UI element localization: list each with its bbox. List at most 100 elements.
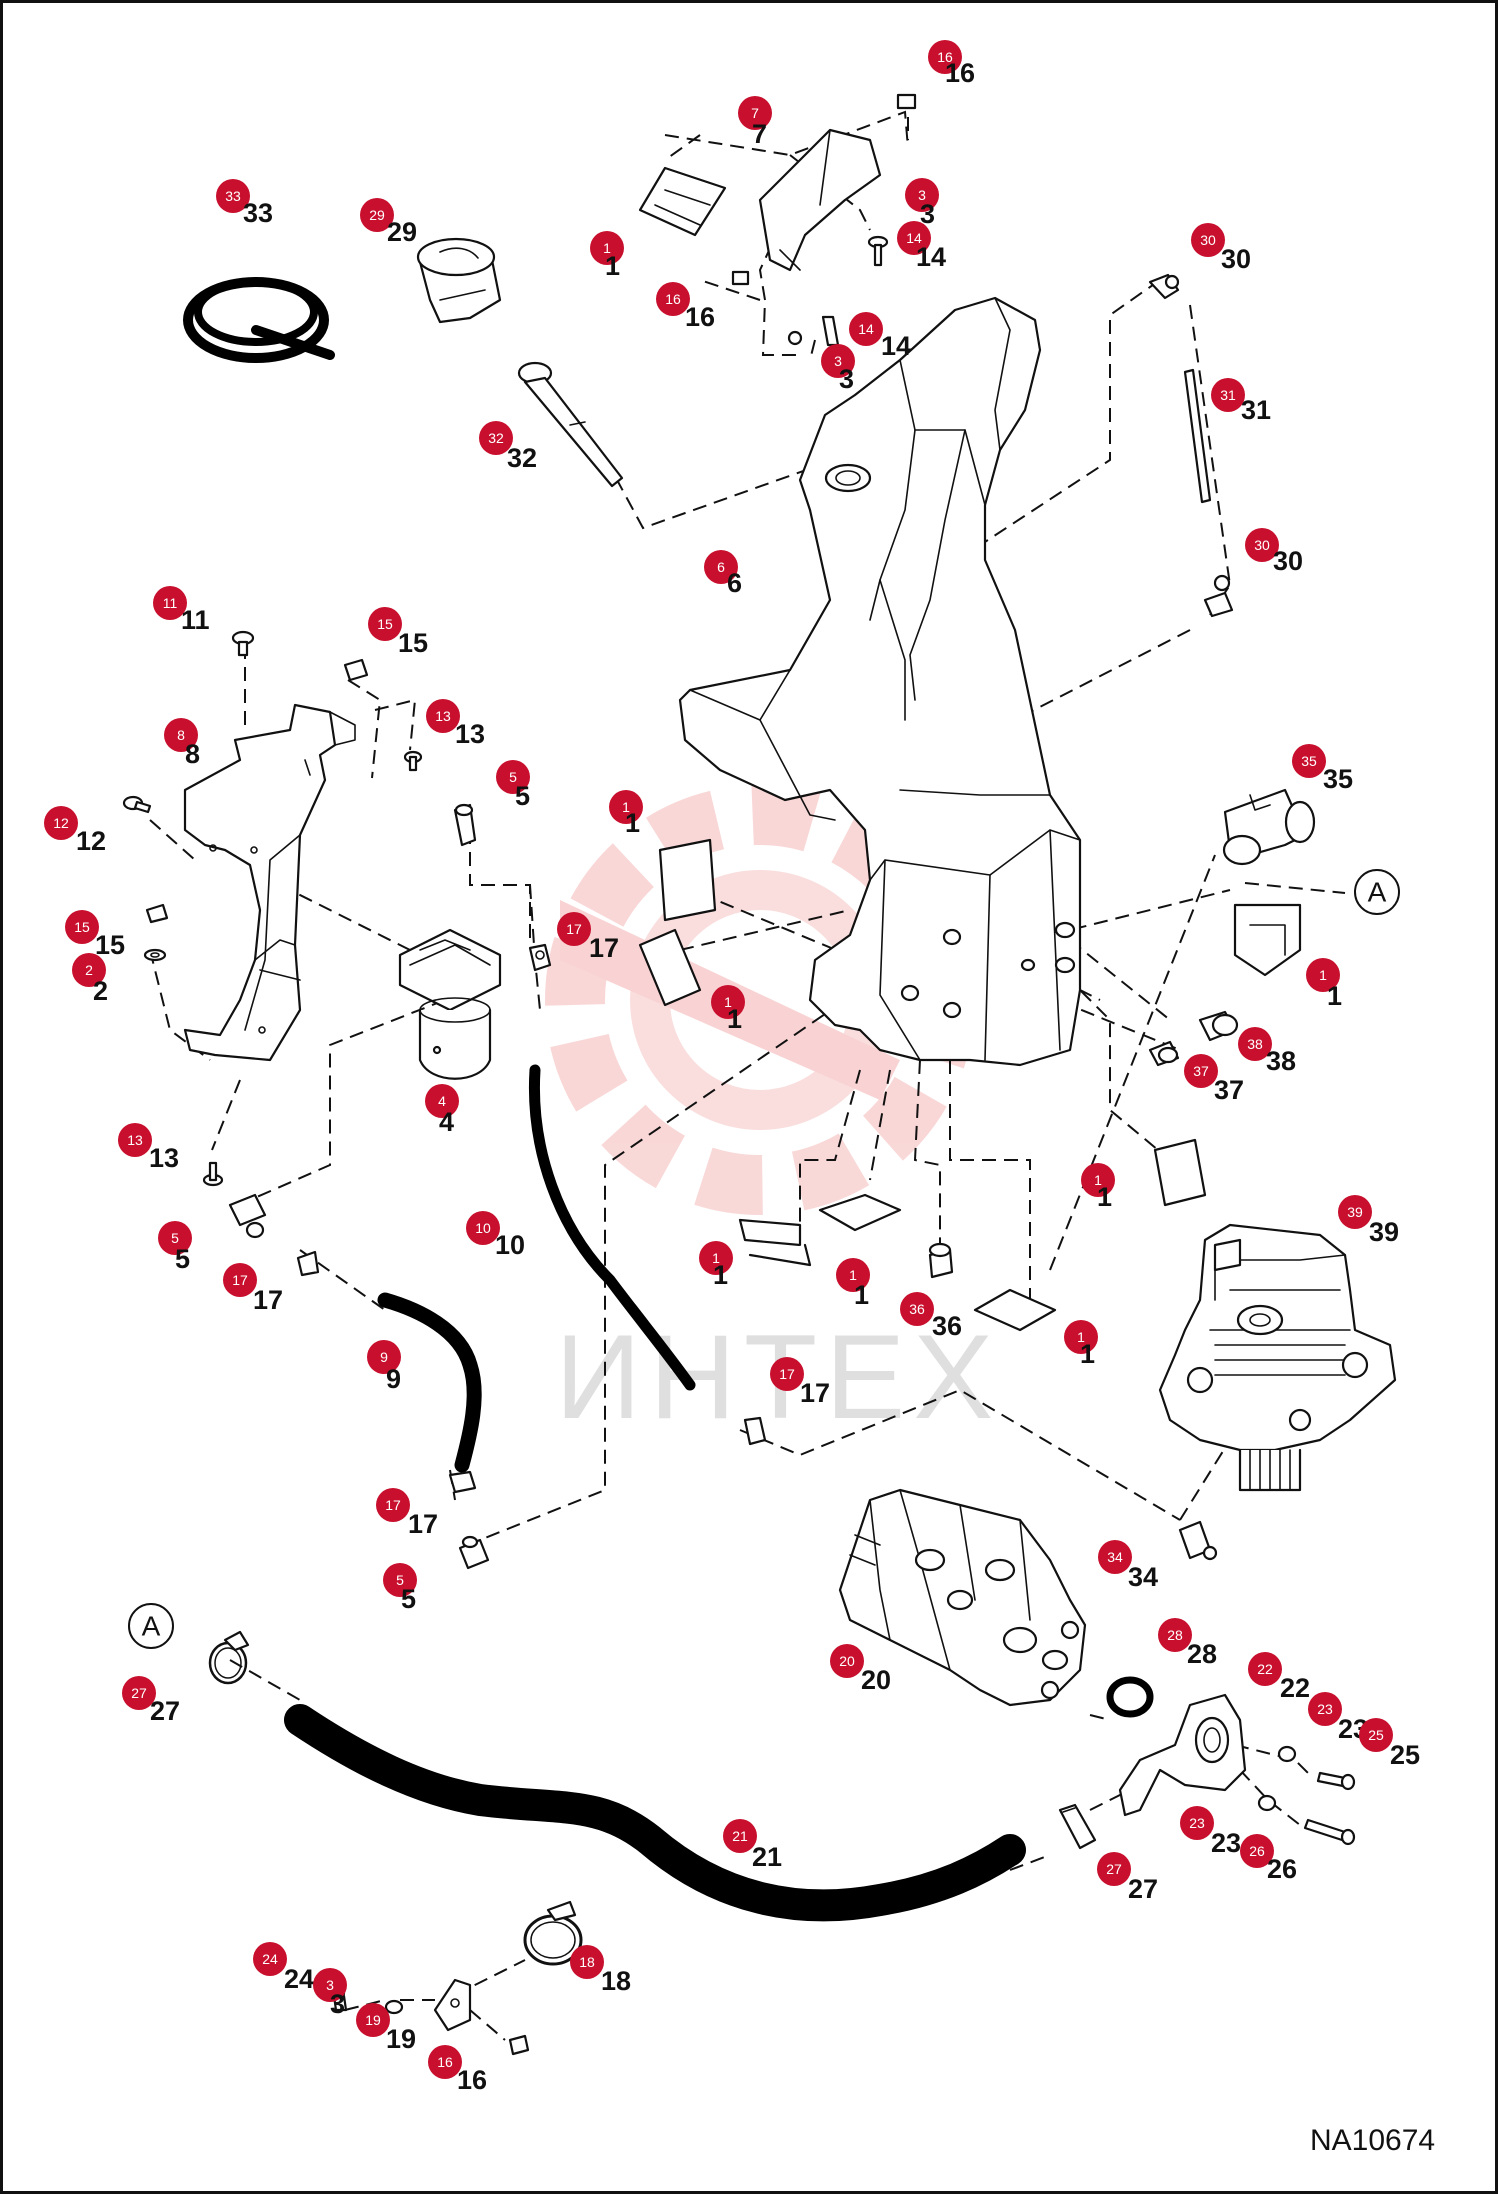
callout-badge-11: 11	[153, 586, 187, 620]
callout-badge-14: 14	[897, 221, 931, 255]
callout-badge-text: 14	[858, 321, 874, 337]
part-36-plug	[928, 1242, 954, 1279]
callout-badge-28: 28	[1158, 1618, 1192, 1652]
callout-number-8: 8	[185, 739, 200, 769]
callout-number-16: 16	[457, 2065, 487, 2095]
callout-badge-21: 21	[723, 1819, 757, 1853]
callout-badge-19: 19	[356, 2003, 390, 2037]
callout-badge-text: 5	[171, 1230, 179, 1246]
callout-badge-text: 3	[834, 353, 842, 369]
callout-number-22: 22	[1280, 1673, 1310, 1703]
callout-badge-text: 30	[1200, 232, 1216, 248]
part-39-drive-motor	[1158, 1223, 1397, 1492]
callout-badge-7: 7	[738, 96, 772, 130]
callout-badge-text: 2	[85, 962, 93, 978]
part-33-coiled-hose	[183, 277, 335, 363]
callout-badge-12: 12	[44, 806, 78, 840]
part-17-clamp-left	[296, 1250, 320, 1277]
callout-number-1: 1	[854, 1280, 869, 1310]
callout-badge-text: 25	[1368, 1727, 1384, 1743]
callout-badge-text: 33	[225, 188, 241, 204]
callout-badge-text: 24	[262, 1951, 278, 1967]
part-35-tee-fitting	[1222, 788, 1316, 866]
callout-badge-3: 3	[905, 178, 939, 212]
part-16-nut-bottom	[508, 2034, 530, 2056]
callout-number-27: 27	[1128, 1874, 1158, 1904]
callout-badge-8: 8	[164, 718, 198, 752]
part-25-bolt	[1316, 1771, 1356, 1791]
part-5-elbow-left	[228, 1193, 267, 1239]
callout-badge-6: 6	[704, 550, 738, 584]
callout-number-17: 17	[800, 1378, 830, 1408]
callout-badge-text: 28	[1167, 1627, 1183, 1643]
part-31-tube	[1183, 368, 1212, 504]
callout-number-1: 1	[605, 251, 620, 281]
callout-badge-text: 30	[1254, 537, 1270, 553]
callout-number-14: 14	[916, 242, 946, 272]
callout-badge-3: 3	[821, 344, 855, 378]
callout-badge-text: 15	[74, 919, 90, 935]
callout-badge-15: 15	[65, 910, 99, 944]
part-27-clamp-left	[208, 1630, 250, 1685]
callout-badge-text: 21	[732, 1828, 748, 1844]
part-1-pad-top	[638, 166, 727, 237]
callout-badge-27: 27	[122, 1676, 156, 1710]
callout-badge-31: 31	[1211, 378, 1245, 412]
part-20-hydraulic-pump	[838, 1488, 1087, 1707]
part-30-elbow-lower	[1203, 574, 1234, 618]
part-10-hose	[528, 1064, 696, 1391]
callout-number-35: 35	[1323, 764, 1353, 794]
callout-number-39: 39	[1369, 1217, 1399, 1247]
callout-badge-25: 25	[1359, 1718, 1393, 1752]
callout-badge-text: 1	[603, 240, 611, 256]
callout-badge-text: 23	[1189, 1815, 1205, 1831]
callout-badge-1: 1	[1064, 1320, 1098, 1354]
callout-badge-text: 13	[127, 1132, 143, 1148]
callout-number-2: 2	[93, 976, 108, 1006]
callout-badge-1: 1	[711, 985, 745, 1019]
callout-badge-text: 8	[177, 727, 185, 743]
callout-badge-text: 32	[488, 430, 504, 446]
callout-number-36: 36	[932, 1311, 962, 1341]
callout-badge-16: 16	[656, 282, 690, 316]
callout-badge-text: 20	[839, 1653, 855, 1669]
callout-badge-1: 1	[590, 231, 624, 265]
callout-number-16: 16	[945, 58, 975, 88]
callout-badge-26: 26	[1240, 1834, 1274, 1868]
callout-number-19: 19	[386, 2024, 416, 2054]
callout-number-32: 32	[507, 443, 537, 473]
callout-badge-34: 34	[1098, 1540, 1132, 1574]
callout-badge-text: 27	[131, 1685, 147, 1701]
part-21-suction-hose	[284, 1704, 1026, 1922]
callout-badge-text: 13	[435, 708, 451, 724]
callout-badge-text: 39	[1347, 1204, 1363, 1220]
fasteners-top	[731, 93, 917, 347]
part-28-o-ring	[1106, 1676, 1154, 1718]
callout-number-17: 17	[408, 1509, 438, 1539]
callout-number-38: 38	[1266, 1046, 1296, 1076]
callout-badge-22: 22	[1248, 1652, 1282, 1686]
callout-number-5: 5	[515, 781, 530, 811]
callout-badge-text: 3	[326, 1977, 334, 1993]
callout-number-13: 13	[149, 1143, 179, 1173]
callout-number-1: 1	[727, 1004, 742, 1034]
callout-badge-1: 1	[1081, 1163, 1115, 1197]
callout-badge-text: 1	[1077, 1329, 1085, 1345]
callout-badge-text: 9	[380, 1349, 388, 1365]
callout-badge-16: 16	[428, 2045, 462, 2079]
callout-number-23: 23	[1211, 1828, 1241, 1858]
callout-number-1: 1	[1327, 981, 1342, 1011]
callout-number-30: 30	[1221, 244, 1251, 274]
callout-badge-text: 17	[779, 1366, 795, 1382]
part-7-strap-bracket	[758, 128, 882, 272]
callout-badge-text: 17	[566, 921, 582, 937]
callout-badge-9: 9	[367, 1340, 401, 1374]
part-5-elbow-lower	[458, 1535, 490, 1570]
callout-number-3: 3	[330, 1989, 345, 2019]
callout-badge-text: 1	[712, 1250, 720, 1266]
part-19-clip-bracket	[433, 1978, 472, 2032]
callout-badge-4: 4	[425, 1084, 459, 1118]
callout-badge-39: 39	[1338, 1195, 1372, 1229]
